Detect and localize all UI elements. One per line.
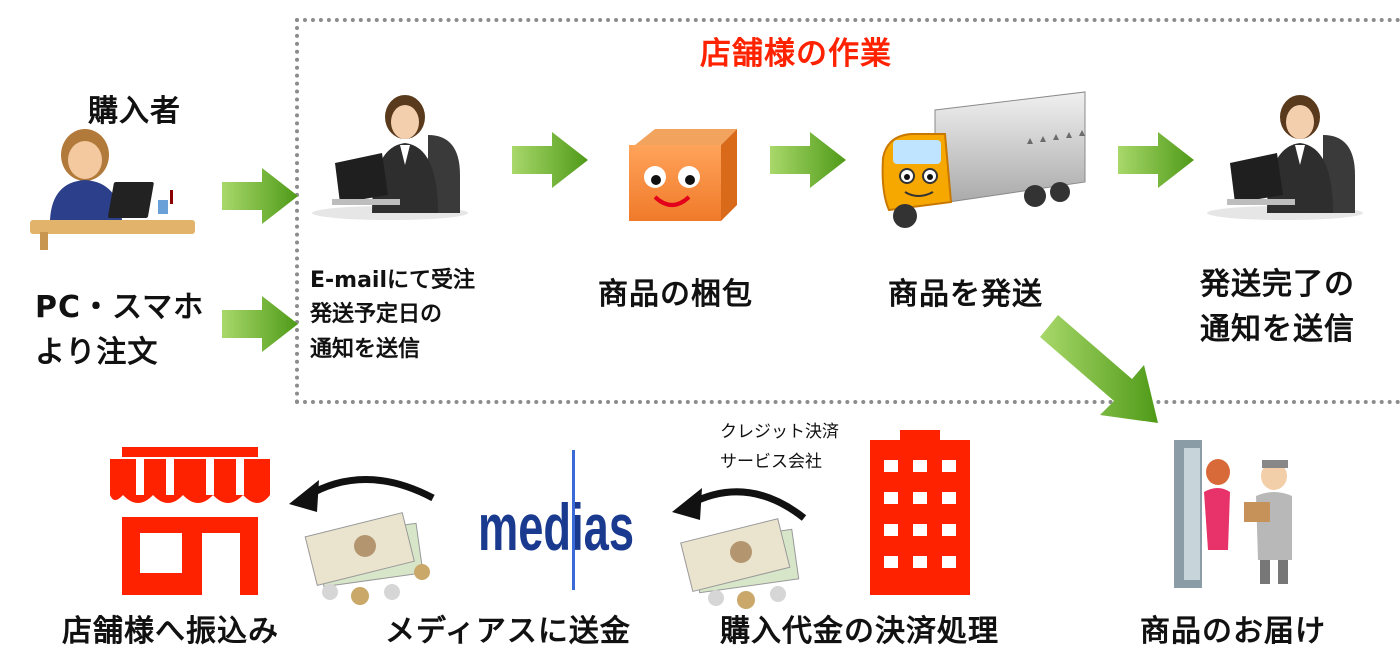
step1-line2: 発送予定日の (310, 302, 443, 327)
office-building-icon (870, 430, 970, 595)
step1-line1: E-mailにて受注 (310, 268, 476, 293)
step3-label: 商品を発送 (888, 277, 1043, 312)
arrow-right-icon (1118, 132, 1194, 188)
buyer-at-laptop-icon (30, 129, 195, 250)
settlement-label: 購入代金の決済処理 (720, 614, 999, 649)
curved-arrow-icon (289, 476, 435, 512)
card-company-line2: サービス会社 (720, 452, 822, 472)
store-work-area (295, 18, 1400, 404)
arrow-down-right-icon (1040, 315, 1158, 423)
buyer-order-line1: PC・スマホ (35, 290, 205, 325)
arrow-right-icon (222, 168, 298, 224)
step2-label: 商品の梱包 (598, 277, 753, 312)
buyer-title: 購入者 (88, 94, 181, 129)
card-company-line1: クレジット決済 (720, 422, 839, 442)
curved-arrow-icon (672, 488, 807, 521)
store-icon (110, 447, 270, 595)
medias-logo-text: medias (478, 490, 634, 564)
staff-at-laptop-icon (312, 95, 468, 220)
to-medias-label: メディアスに送金 (385, 614, 631, 649)
arrow-right-icon (770, 132, 846, 188)
to-store-label: 店舗様へ振込み (62, 614, 279, 649)
store-work-title: 店舗様の作業 (700, 36, 892, 72)
arrow-right-icon (222, 296, 298, 352)
money-icon (680, 518, 800, 609)
delivery-label: 商品のお届け (1140, 614, 1326, 649)
step1-line3: 通知を送信 (310, 337, 421, 362)
step4-line1: 発送完了の (1200, 267, 1355, 302)
door-delivery-icon (1174, 440, 1292, 588)
medias-logo-icon: medias (478, 450, 634, 590)
delivery-truck-icon (881, 91, 1086, 228)
staff-at-laptop-icon (1207, 95, 1363, 220)
step4-line2: 通知を送信 (1200, 312, 1355, 347)
smiling-box-icon (629, 129, 737, 221)
buyer-order-line2: より注文 (35, 335, 159, 370)
money-icon (304, 512, 430, 605)
arrow-right-icon (512, 132, 588, 188)
